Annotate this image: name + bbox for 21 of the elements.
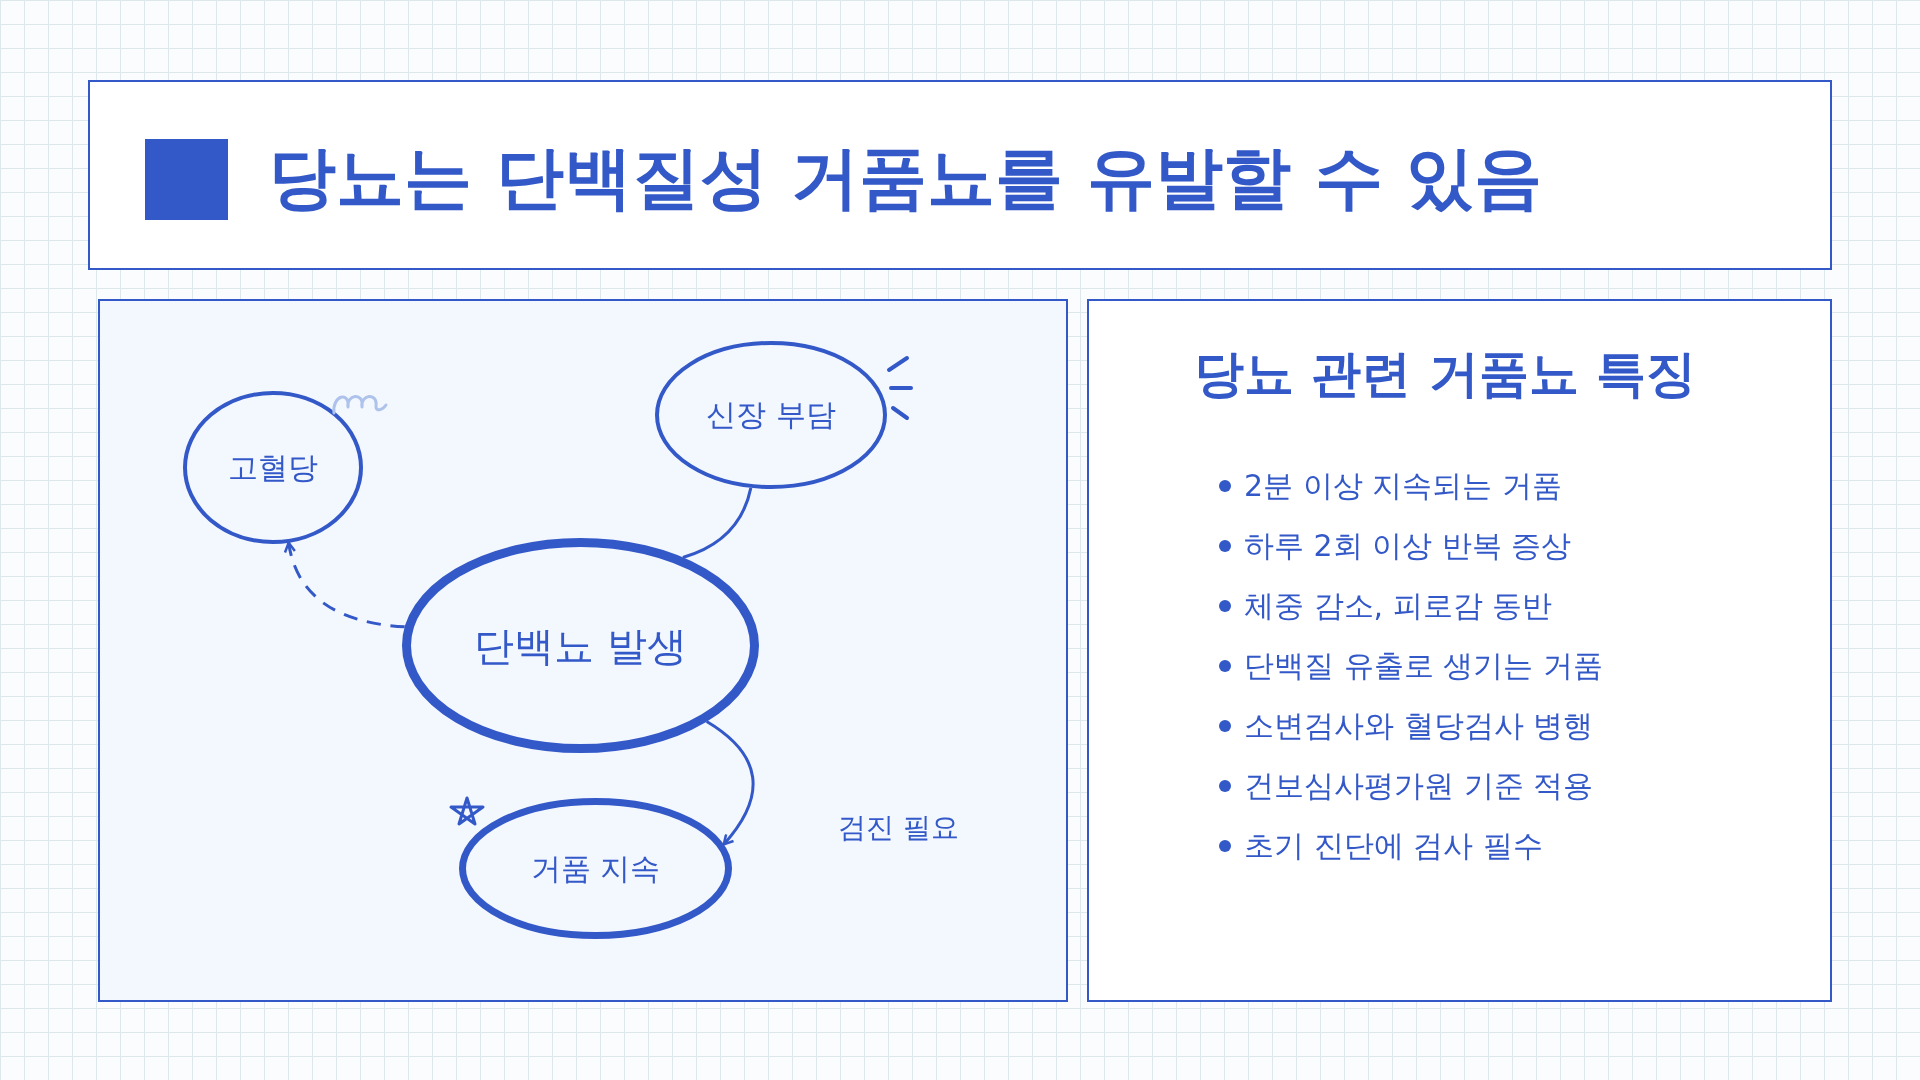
node-label: 신장 부담 [705, 395, 837, 434]
ellipse-node [655, 341, 887, 489]
list-item: 하루 2회 이상 반복 증상 [1244, 527, 1572, 565]
arrow [705, 720, 755, 846]
arrow [284, 541, 405, 629]
list-item: 건보심사평가원 기준 적용 [1244, 767, 1594, 805]
panel-heading: 당뇨 관련 거품뇨 특징 [1194, 344, 1697, 405]
list-item: 초기 진단에 검사 필수 [1244, 827, 1543, 865]
ellipse-node [183, 391, 363, 544]
connector-line [682, 487, 753, 559]
node-label: 단백뇨 발생 [473, 621, 688, 670]
list-item: 단백질 유출로 생기는 거품 [1244, 647, 1603, 685]
list-item: 소변검사와 혈당검사 병행 [1244, 707, 1594, 745]
list-item: 2분 이상 지속되는 거품 [1244, 467, 1562, 505]
ellipse-node [402, 538, 759, 753]
list-item: 체중 감소, 피로감 동반 [1244, 587, 1553, 625]
ellipse-node [459, 798, 732, 939]
note-text: 검진 필요 [838, 810, 959, 846]
slide-title: 당뇨는 단백질성 거품뇨를 유발할 수 있음 [268, 137, 1543, 219]
node-label: 거품 지속 [529, 849, 662, 887]
node-label: 고혈당 [227, 448, 319, 486]
